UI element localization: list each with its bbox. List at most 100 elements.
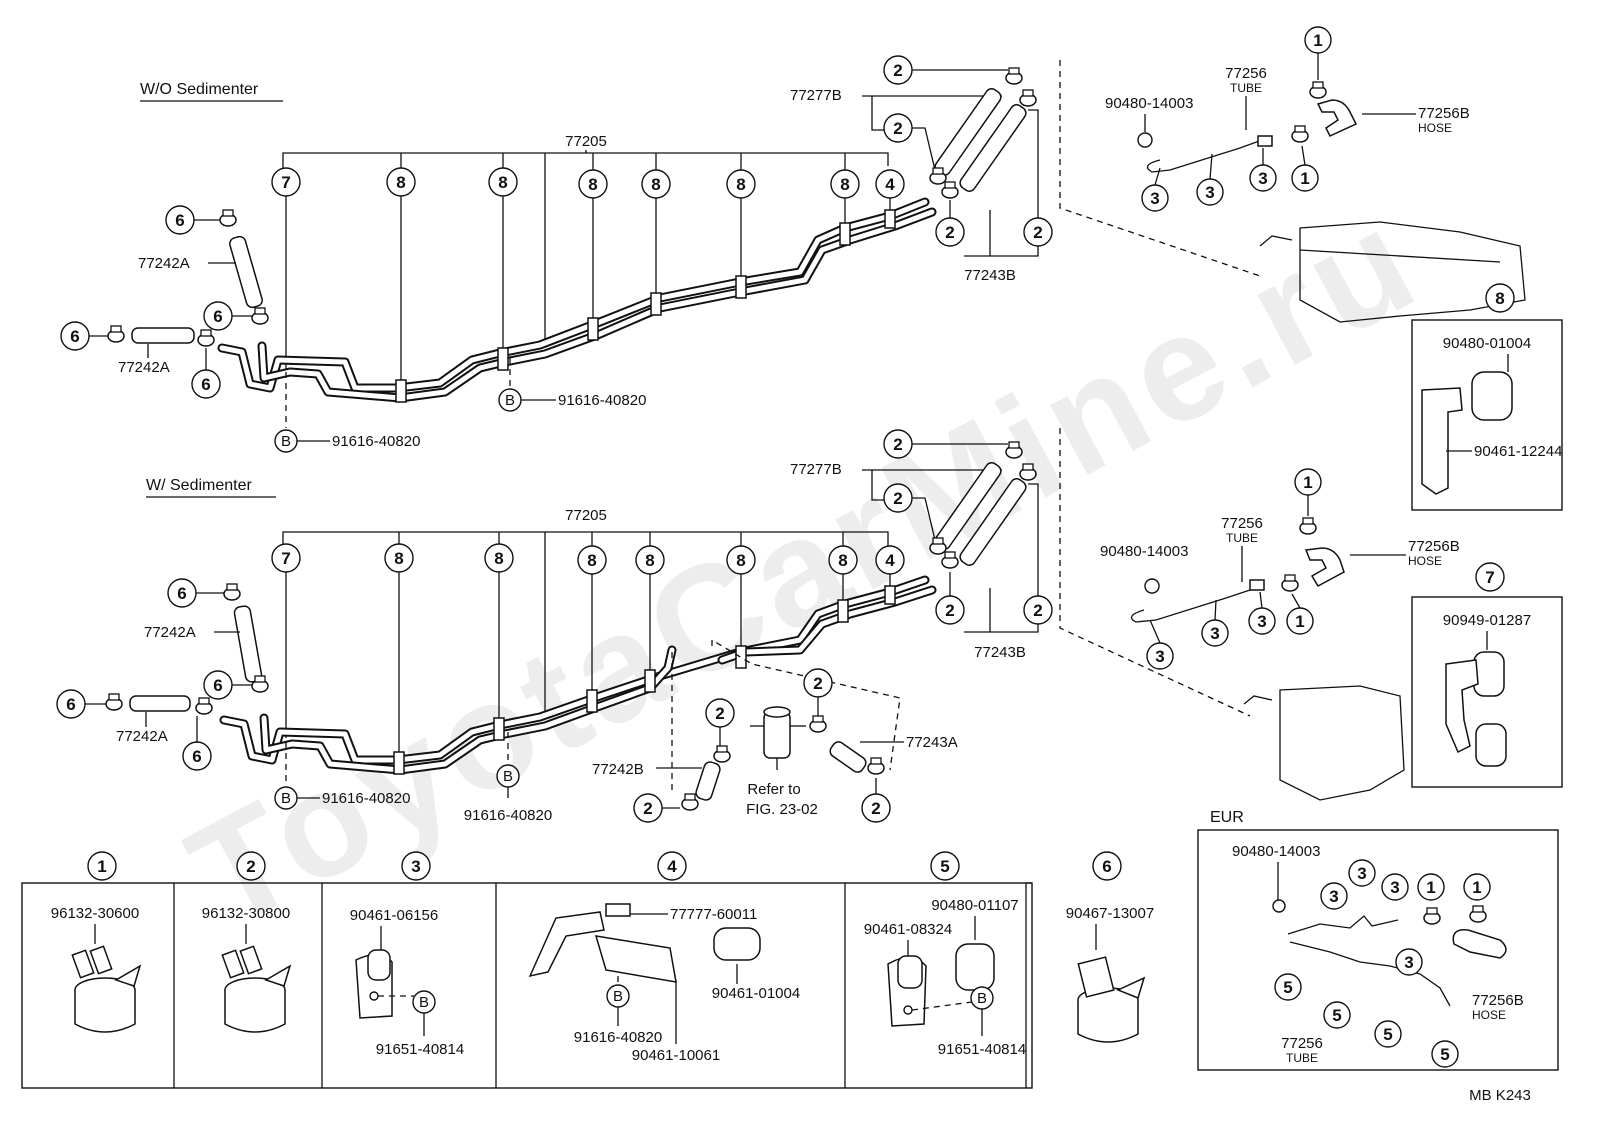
svg-text:B: B — [503, 768, 513, 785]
tube-label-bottom: TUBE — [1226, 531, 1258, 545]
part-label-77243B-bottom: 77243B — [974, 644, 1026, 661]
svg-text:5: 5 — [1383, 1025, 1392, 1044]
part-label-77256-eur: 77256 — [1281, 1035, 1323, 1052]
svg-text:3: 3 — [1205, 183, 1214, 202]
legend-part-77777-60011: 77777-60011 — [670, 906, 757, 923]
part-label-77205-top: 77205 — [565, 133, 607, 150]
assembly-with-sedimenter: W/ Sedimenter 77205 7 8 8 8 8 8 8 4 — [56, 428, 1563, 824]
assembly-without-sedimenter: W/O Sedimenter 77205 7 8 8 8 8 8 8 4 — [60, 26, 1563, 511]
inset-box-8 — [1411, 319, 1563, 511]
svg-text:5: 5 — [1332, 1006, 1341, 1025]
svg-text:1: 1 — [1426, 878, 1435, 897]
svg-text:2: 2 — [893, 61, 902, 80]
bracket-icon — [528, 903, 677, 983]
svg-text:2: 2 — [871, 799, 880, 818]
tube-label-eur: TUBE — [1286, 1051, 1318, 1065]
part-label-77256B-bottom: 77256B — [1408, 538, 1460, 555]
svg-text:8: 8 — [394, 549, 403, 568]
svg-text:B: B — [419, 994, 429, 1011]
grommet-icon — [713, 927, 761, 961]
svg-text:B: B — [977, 990, 987, 1007]
tube-label-top: TUBE — [1230, 81, 1262, 95]
legend-part-90467-13007: 90467-13007 — [1066, 905, 1154, 922]
section-title-w-sedimenter: W/ Sedimenter — [146, 477, 252, 494]
svg-text:7: 7 — [1485, 568, 1494, 587]
svg-text:8: 8 — [396, 173, 405, 192]
part-label-77242A-top-upper: 77242A — [138, 255, 190, 272]
part-label-77242A-bottom-upper: 77242A — [144, 624, 196, 641]
svg-text:8: 8 — [736, 175, 745, 194]
svg-text:8: 8 — [587, 551, 596, 570]
hose-clamp-icon — [71, 945, 142, 1033]
bolt-label-top-left: 91616-40820 — [332, 433, 420, 450]
svg-text:3: 3 — [1150, 189, 1159, 208]
part-label-90480-14003-eur: 90480-14003 — [1232, 843, 1320, 860]
refer-to-label: Refer to — [747, 781, 800, 798]
part-label-77256-bottom: 77256 — [1221, 515, 1263, 532]
svg-text:3: 3 — [1390, 878, 1399, 897]
svg-text:2: 2 — [246, 857, 255, 876]
hose-label-bottom: HOSE — [1408, 554, 1442, 568]
svg-text:1: 1 — [1300, 169, 1309, 188]
bolt-label-bottom-left: 91616-40820 — [322, 790, 410, 807]
svg-text:7: 7 — [281, 173, 290, 192]
svg-text:8: 8 — [498, 173, 507, 192]
svg-text:2: 2 — [1033, 601, 1042, 620]
fastener-legend: 1 2 3 4 5 6 96132-30600 96132-30800 9046… — [21, 851, 1154, 1089]
svg-text:1: 1 — [1313, 31, 1322, 50]
part-label-77243A: 77243A — [906, 734, 958, 751]
section-title-eur: EUR — [1210, 809, 1244, 826]
legend-part-90461-01004: 90461-01004 — [712, 985, 800, 1002]
legend-part-90461-10061: 90461-10061 — [632, 1047, 720, 1064]
part-label-77242A-bottom-lower: 77242A — [116, 728, 168, 745]
svg-text:2: 2 — [945, 223, 954, 242]
svg-text:3: 3 — [411, 857, 420, 876]
svg-text:4: 4 — [667, 857, 677, 876]
svg-text:2: 2 — [945, 601, 954, 620]
svg-text:2: 2 — [1033, 223, 1042, 242]
svg-text:6: 6 — [1102, 857, 1111, 876]
part-label-77277B-top: 77277B — [790, 87, 842, 104]
svg-text:2: 2 — [715, 704, 724, 723]
legend-part-91651-40814-b: 91651-40814 — [938, 1041, 1026, 1058]
svg-text:8: 8 — [494, 549, 503, 568]
tank-detail-bottom: 90480-14003 77256 TUBE 3 3 3 1 1 77256B … — [1100, 468, 1460, 801]
svg-text:8: 8 — [736, 551, 745, 570]
part-label-90480-14003-bottom: 90480-14003 — [1100, 543, 1188, 560]
svg-text:2: 2 — [893, 435, 902, 454]
svg-text:8: 8 — [840, 175, 849, 194]
legend-part-90461-08324: 90461-08324 — [864, 921, 952, 938]
legend-part-91616-40820: 91616-40820 — [574, 1029, 662, 1046]
svg-text:6: 6 — [66, 695, 75, 714]
svg-text:6: 6 — [213, 676, 222, 695]
svg-text:8: 8 — [645, 551, 654, 570]
svg-text:6: 6 — [213, 307, 222, 326]
svg-text:8: 8 — [1495, 289, 1504, 308]
legend-part-96132-30800: 96132-30800 — [202, 905, 290, 922]
svg-text:2: 2 — [643, 799, 652, 818]
part-label-77256B-top: 77256B — [1418, 105, 1470, 122]
svg-text:3: 3 — [1258, 169, 1267, 188]
svg-text:4: 4 — [885, 551, 895, 570]
svg-text:3: 3 — [1210, 624, 1219, 643]
svg-text:8: 8 — [588, 175, 597, 194]
svg-text:1: 1 — [97, 857, 106, 876]
svg-text:2: 2 — [813, 674, 822, 693]
bolt-label-bottom-mid: 91616-40820 — [464, 807, 552, 824]
legend-part-90461-06156: 90461-06156 — [350, 907, 438, 924]
svg-text:6: 6 — [177, 584, 186, 603]
svg-text:8: 8 — [651, 175, 660, 194]
part-label-90949-01287: 90949-01287 — [1443, 612, 1531, 629]
svg-text:6: 6 — [175, 211, 184, 230]
svg-text:1: 1 — [1295, 612, 1304, 631]
sedimenter-icon — [750, 706, 806, 770]
legend-part-96132-30600: 96132-30600 — [51, 905, 139, 922]
svg-text:3: 3 — [1257, 612, 1266, 631]
part-label-77242B: 77242B — [592, 761, 644, 778]
part-label-90480-14003-top: 90480-14003 — [1105, 95, 1193, 112]
svg-text:7: 7 — [281, 549, 290, 568]
svg-text:B: B — [281, 790, 291, 807]
grommet-icon — [955, 943, 995, 991]
svg-text:5: 5 — [1440, 1045, 1449, 1064]
